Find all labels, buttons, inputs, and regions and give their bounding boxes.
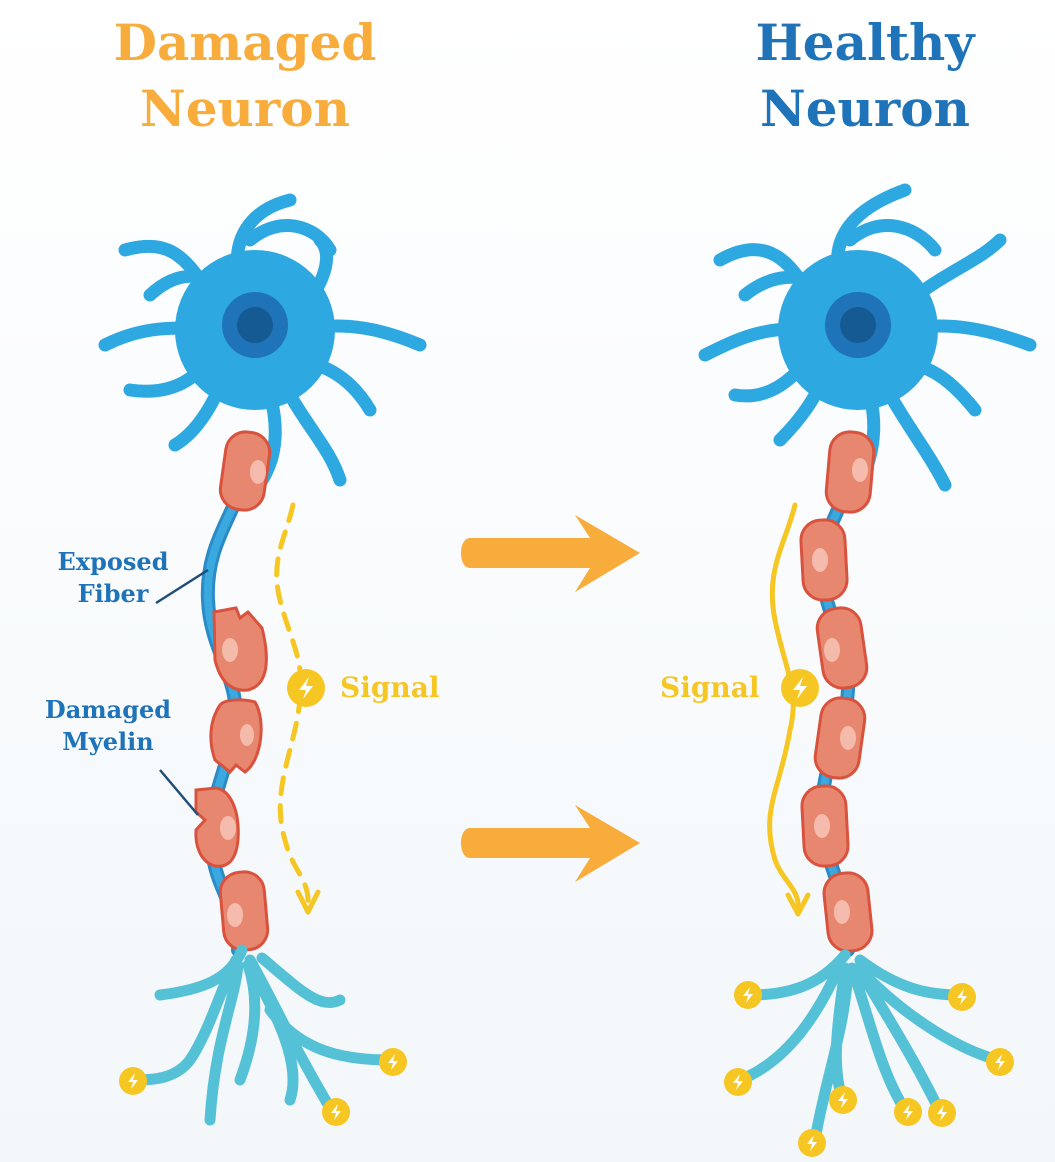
damaged-neuron: [105, 200, 420, 1126]
damaged-myelin-label: Damaged Myelin: [28, 694, 188, 758]
healthy-signal-path: [770, 505, 799, 908]
exposed-fiber-label: Exposed Fiber: [38, 546, 188, 610]
myelin-label-line1: Damaged: [28, 694, 188, 726]
healthy-nucleolus: [840, 307, 876, 343]
healthy-terminal-bolt-icon: [948, 983, 976, 1011]
damaged-axon-terminals: [135, 950, 390, 1120]
healthy-signal-bolt-icon: [781, 669, 819, 707]
healthy-terminal-bolt-icon: [986, 1048, 1014, 1076]
damaged-terminal-bolt-icon: [379, 1048, 407, 1076]
healthy-terminal-bolt-icon: [894, 1098, 922, 1126]
damaged-signal-label: Signal: [340, 672, 440, 704]
healthy-axon-terminals: [740, 955, 998, 1140]
damaged-terminal-bolt-icon: [119, 1067, 147, 1095]
healthy-terminal-bolt-icon: [734, 981, 762, 1009]
exposed-label-line1: Exposed: [38, 546, 188, 578]
healthy-terminal-bolt-icon: [928, 1099, 956, 1127]
damaged-terminal-bolt-icon: [322, 1098, 350, 1126]
myelin-label-line2: Myelin: [28, 726, 188, 758]
healthy-terminal-bolt-icon: [724, 1068, 752, 1096]
healthy-terminal-bolt-icon: [829, 1086, 857, 1114]
healthy-signal-label: Signal: [660, 672, 760, 704]
damaged-nucleolus: [237, 307, 273, 343]
damaged-signal-bolt-icon: [287, 669, 325, 707]
healthy-terminal-bolt-icon: [798, 1129, 826, 1157]
exposed-label-line2: Fiber: [38, 578, 188, 610]
right-arrow-icon: [461, 515, 640, 592]
damaged-myelin-pointer: [160, 770, 198, 815]
right-arrow-icon: [461, 805, 640, 882]
